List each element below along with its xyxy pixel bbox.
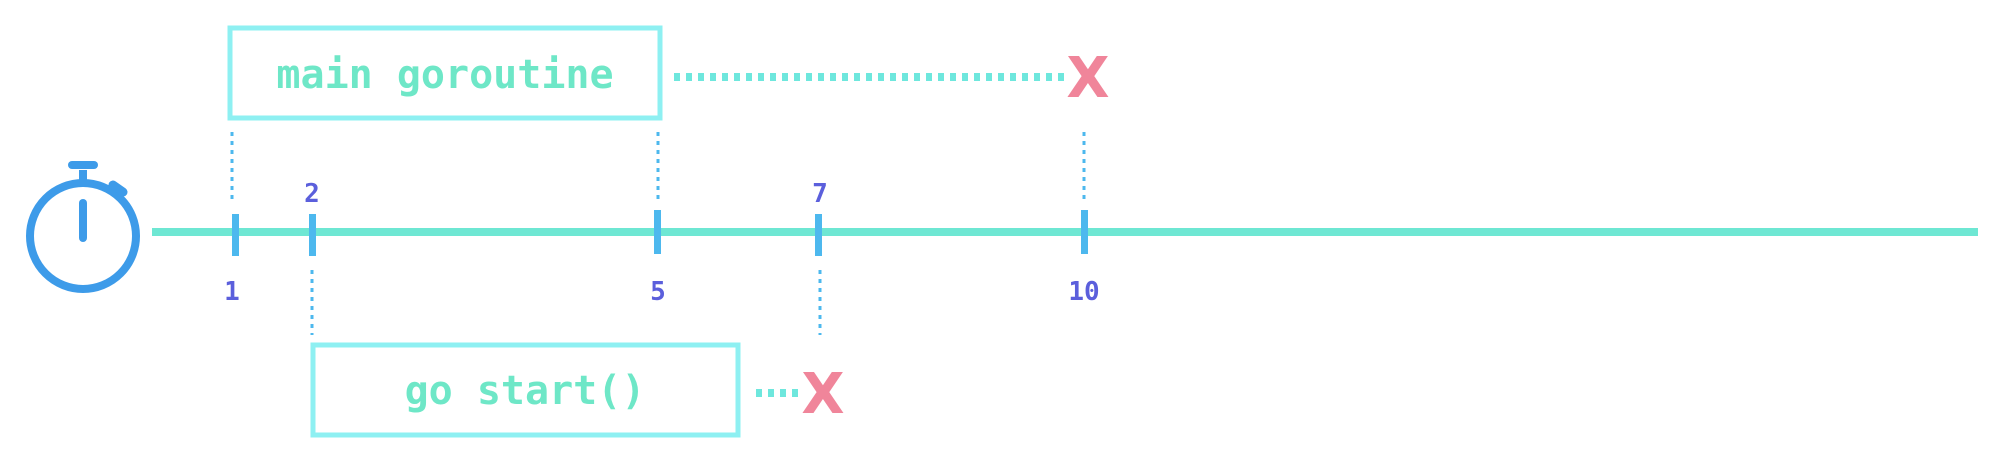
stopwatch-icon	[26, 161, 140, 293]
tick-mark-2	[309, 214, 316, 256]
tick-label-2: 2	[304, 179, 320, 209]
start-goroutine-label: go start()	[405, 368, 646, 414]
main-goroutine-block: main goroutine	[227, 25, 663, 121]
tick-mark-7	[815, 214, 822, 256]
tick-mark-1	[232, 214, 239, 256]
tick-label-5: 5	[650, 277, 666, 307]
tick-mark-10	[1081, 210, 1088, 254]
tick-label-1: 1	[224, 277, 240, 307]
main-goroutine-exit-mark: X	[1066, 46, 1109, 111]
tick-mark-5	[654, 210, 661, 254]
tick-label-7: 7	[812, 179, 828, 209]
tick-label-10: 10	[1068, 277, 1099, 307]
main-goroutine-label: main goroutine	[276, 52, 613, 98]
start-goroutine-exit-mark: X	[801, 362, 844, 427]
start-goroutine-block: go start()	[310, 342, 741, 438]
